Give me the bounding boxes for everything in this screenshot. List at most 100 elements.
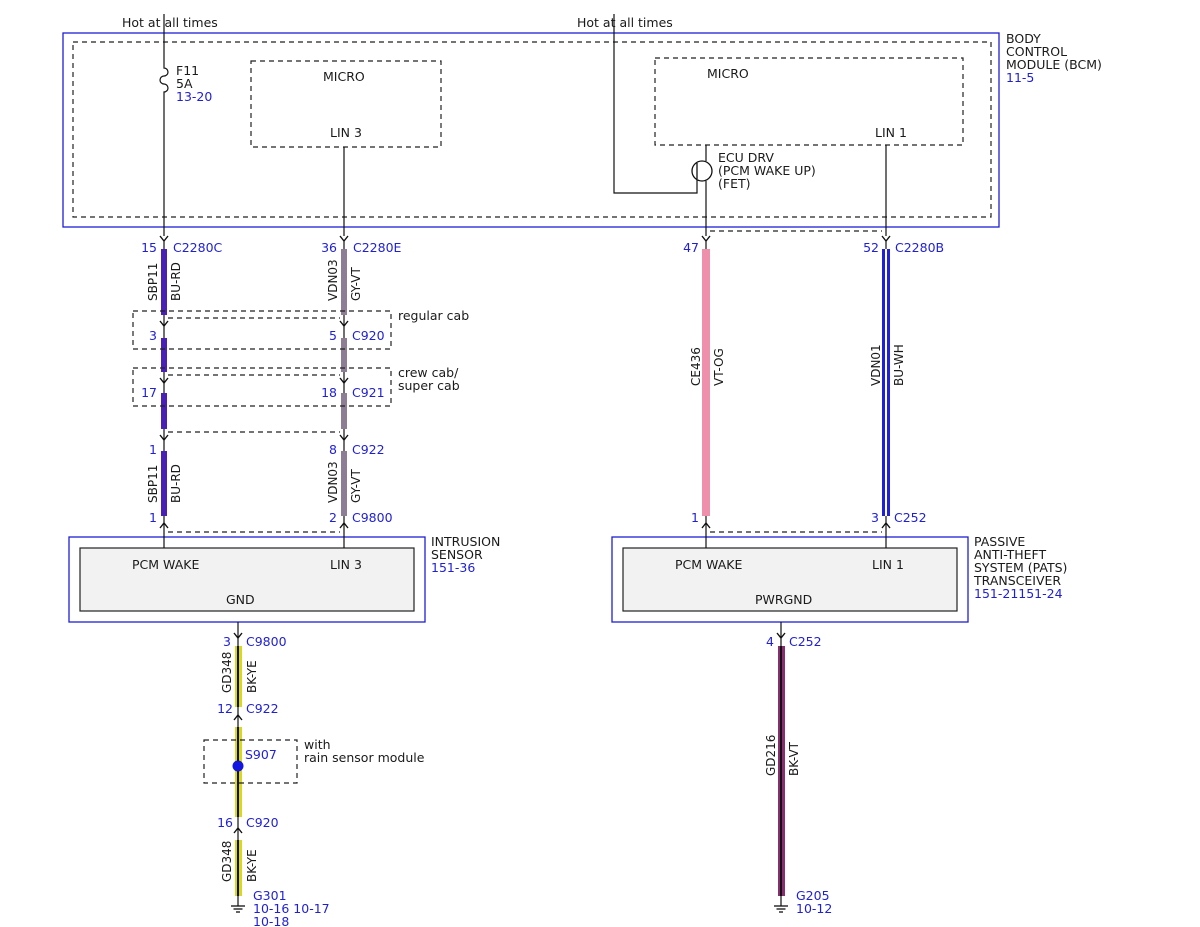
c921-name[interactable]: C921 bbox=[352, 385, 385, 400]
hot-at-all-times-right: Hot at all times bbox=[577, 15, 673, 30]
ground-g301-refs-line2[interactable]: 10-18 bbox=[253, 914, 289, 927]
ground-g205-ref[interactable]: 10-12 bbox=[796, 901, 832, 916]
ground-g301-refs-line1[interactable]: 10-16 10-17 bbox=[253, 901, 330, 916]
vdn03-bot-circuit: VDN03 bbox=[326, 461, 340, 503]
micro-left-title: MICRO bbox=[323, 69, 365, 84]
gd348-top-circuit: GD348 bbox=[220, 652, 234, 693]
c9800-gnd-pin: 3 bbox=[223, 634, 231, 649]
vdn01-circuit: VDN01 bbox=[869, 344, 883, 386]
vdn03-segment bbox=[341, 249, 347, 315]
c921-arrow-18 bbox=[339, 377, 349, 385]
gd216-color: BK-VT bbox=[787, 741, 801, 776]
sbp11-top-circuit: SBP11 bbox=[146, 263, 160, 301]
c252-arrow-3 bbox=[881, 521, 891, 529]
vdn01-color: BU-WH bbox=[892, 344, 906, 386]
c921-pin-17: 17 bbox=[141, 385, 157, 400]
intrusion-ref[interactable]: 151-36 bbox=[431, 560, 475, 575]
c2280b-arrow-47 bbox=[701, 235, 711, 243]
bcm-name-line3: MODULE (BCM) bbox=[1006, 57, 1102, 72]
regular-cab-option-box bbox=[132, 310, 392, 350]
c920-arrow-5 bbox=[339, 320, 349, 328]
crew-cab-label-line2: super cab bbox=[398, 378, 460, 393]
c9800-arrow-1 bbox=[159, 521, 169, 529]
hot-at-all-times-left: Hot at all times bbox=[122, 15, 218, 30]
c920-pin-5: 5 bbox=[329, 328, 337, 343]
gd348-bot-color: BK-YE bbox=[245, 849, 259, 882]
fuse-f11-symbol bbox=[159, 14, 169, 236]
splice-s907-name[interactable]: S907 bbox=[245, 747, 277, 762]
sbp11-segment bbox=[161, 249, 167, 315]
c9800-pin-2: 2 bbox=[329, 510, 337, 525]
splice-s907-dot bbox=[232, 760, 244, 772]
c252-name[interactable]: C252 bbox=[894, 510, 927, 525]
sbp11-bot-circuit: SBP11 bbox=[146, 465, 160, 503]
c922-name[interactable]: C922 bbox=[352, 442, 385, 457]
driver-line3: (FET) bbox=[718, 176, 750, 191]
rain-sensor-option-box bbox=[203, 739, 298, 784]
micro-right-title: MICRO bbox=[707, 66, 749, 81]
c2280c-name[interactable]: C2280C bbox=[173, 240, 223, 255]
c922-pin-8: 8 bbox=[329, 442, 337, 457]
regular-cab-label: regular cab bbox=[398, 308, 469, 323]
intrusion-pin-lin3: LIN 3 bbox=[330, 557, 362, 572]
micro-left-port: LIN 3 bbox=[330, 125, 362, 140]
c922-gnd-name[interactable]: C922 bbox=[246, 701, 279, 716]
fuse-ref[interactable]: 13-20 bbox=[176, 89, 212, 104]
c2280e-name[interactable]: C2280E bbox=[353, 240, 402, 255]
crew-cab-option-box bbox=[132, 367, 392, 407]
pats-pin-pwrgnd: PWRGND bbox=[755, 592, 812, 607]
intrusion-pin-gnd: GND bbox=[226, 592, 255, 607]
c9800-gnd-arrow bbox=[233, 632, 243, 640]
bcm-micro-left-box bbox=[250, 60, 442, 148]
c252-gnd-name[interactable]: C252 bbox=[789, 634, 822, 649]
ce436-circuit: CE436 bbox=[689, 347, 703, 386]
intrusion-name-line1: INTRUSION bbox=[431, 534, 500, 549]
ground-g205-name[interactable]: G205 bbox=[796, 888, 830, 903]
gd348-top-color: BK-YE bbox=[245, 660, 259, 693]
vdn03-top-color: GY-VT bbox=[349, 267, 363, 301]
vdn03-top-circuit: VDN03 bbox=[326, 259, 340, 301]
c252-gnd-arrow bbox=[776, 632, 786, 640]
c2280c-arrow bbox=[159, 235, 169, 243]
c2280b-name[interactable]: C2280B bbox=[895, 240, 944, 255]
pats-pin-lin1: LIN 1 bbox=[872, 557, 904, 572]
c9800-gnd-name[interactable]: C9800 bbox=[246, 634, 287, 649]
c921-arrow-17 bbox=[159, 377, 169, 385]
sbp11-segment bbox=[161, 451, 167, 516]
pats-ref[interactable]: 151-21151-24 bbox=[974, 586, 1063, 601]
pats-name-line2: ANTI-THEFT bbox=[974, 547, 1046, 562]
sbp11-top-color: BU-RD bbox=[169, 262, 183, 301]
rain-sensor-label-line1: with bbox=[304, 737, 331, 752]
fet-driver-symbol bbox=[691, 160, 713, 182]
sbp11-bot-color: BU-RD bbox=[169, 464, 183, 503]
pats-pin-pcm-wake: PCM WAKE bbox=[675, 557, 742, 572]
bcm-name-line1: BODY bbox=[1006, 31, 1041, 46]
c252-pin-3: 3 bbox=[871, 510, 879, 525]
bcm-module-outline bbox=[62, 32, 1000, 228]
c920-name[interactable]: C920 bbox=[352, 328, 385, 343]
c2280c-pin: 15 bbox=[141, 240, 157, 255]
c920-gnd-name[interactable]: C920 bbox=[246, 815, 279, 830]
intrusion-name-line2: SENSOR bbox=[431, 547, 483, 562]
vdn03-segment bbox=[341, 338, 347, 372]
vdn03-wire-segments bbox=[341, 249, 347, 516]
c9800-name[interactable]: C9800 bbox=[352, 510, 393, 525]
c252-gnd-pin: 4 bbox=[766, 634, 774, 649]
sbp11-segment bbox=[161, 393, 167, 429]
c252-pin-1: 1 bbox=[691, 510, 699, 525]
c920-pin-3: 3 bbox=[149, 328, 157, 343]
rain-sensor-label-line2: rain sensor module bbox=[304, 750, 425, 765]
c9800-arrow-2 bbox=[339, 521, 349, 529]
c9800-pin-1: 1 bbox=[149, 510, 157, 525]
pats-name-line1: PASSIVE bbox=[974, 534, 1025, 549]
micro-right-port: LIN 1 bbox=[875, 125, 907, 140]
c921-pin-18: 18 bbox=[321, 385, 337, 400]
ground-g301-name[interactable]: G301 bbox=[253, 888, 287, 903]
bcm-ref[interactable]: 11-5 bbox=[1006, 70, 1034, 85]
driver-line2: (PCM WAKE UP) bbox=[718, 163, 816, 178]
fuse-rating: 5A bbox=[176, 76, 193, 91]
vdn03-segment bbox=[341, 451, 347, 516]
ce436-wire bbox=[702, 249, 710, 516]
